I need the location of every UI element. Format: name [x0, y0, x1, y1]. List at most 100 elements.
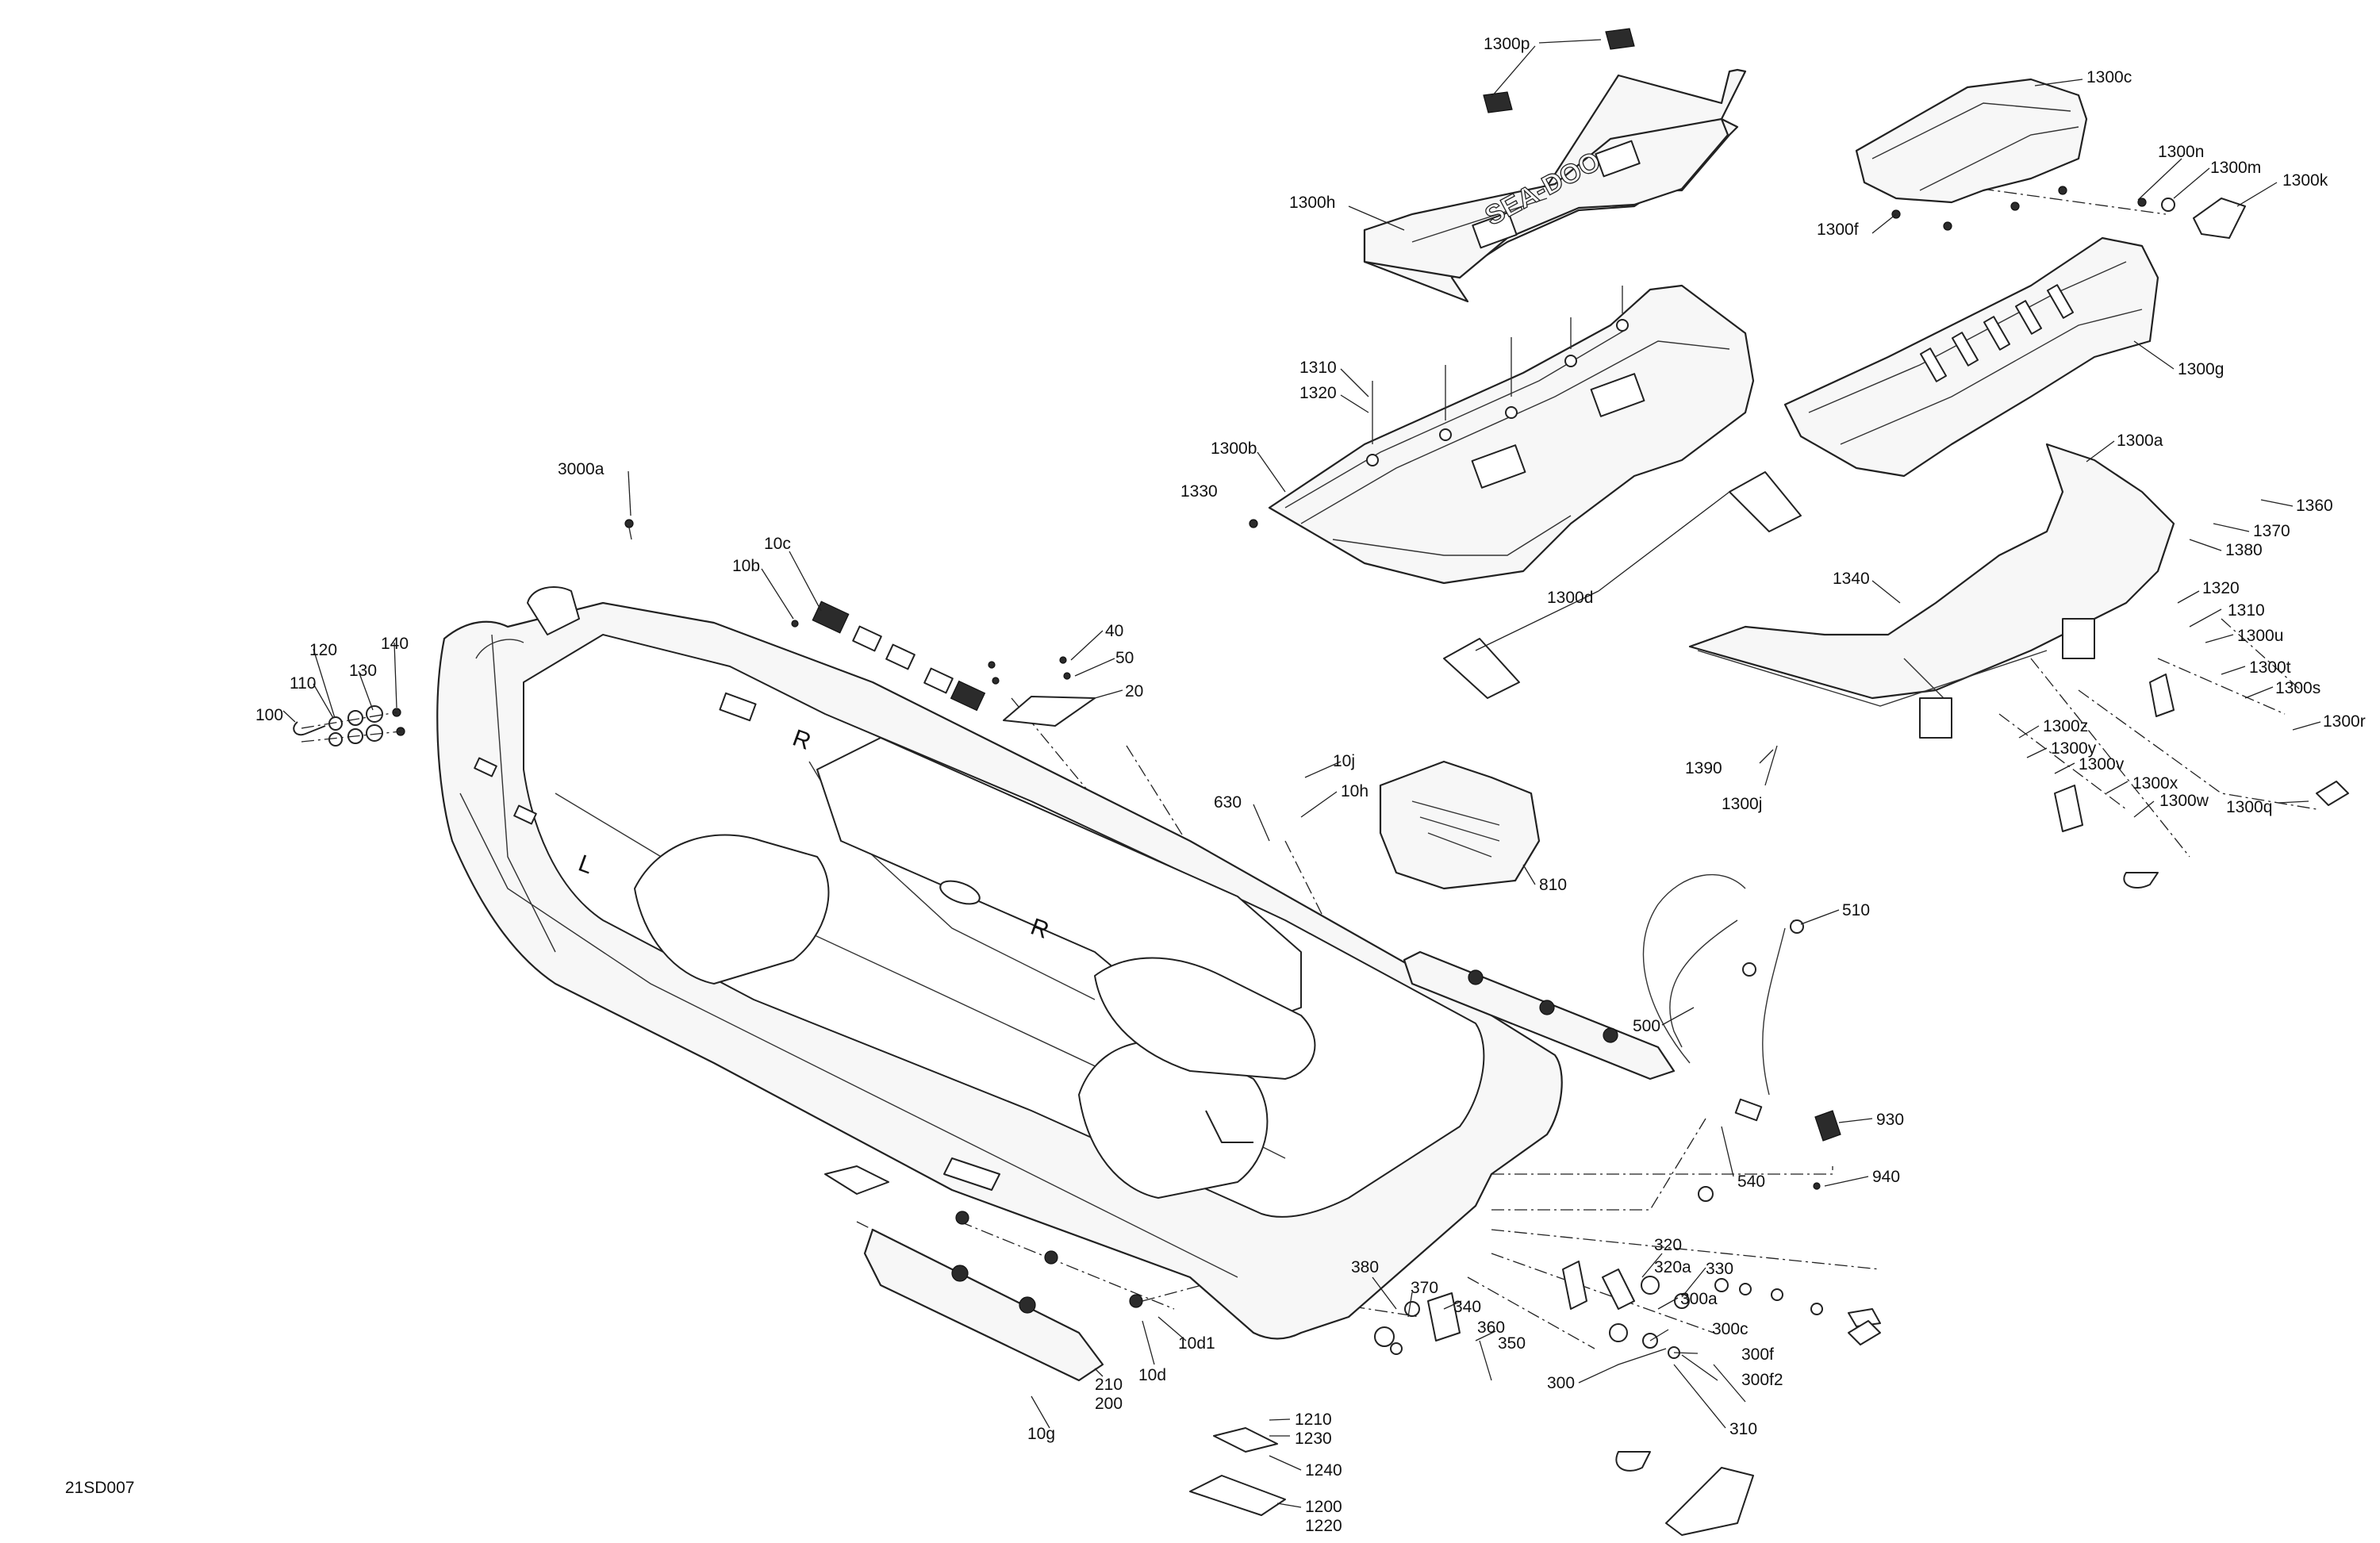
callout-1300b: 1300b	[1211, 439, 1257, 458]
callout-1390: 1390	[1685, 759, 1722, 777]
tow-eye-100	[293, 721, 326, 736]
rear-deck-1300a	[1688, 443, 2175, 700]
callout-1230: 1230	[1295, 1430, 1332, 1448]
callout-300a: 300a	[1680, 1290, 1718, 1308]
callout-10j: 10j	[1333, 752, 1355, 770]
deck-1300b	[1268, 284, 1755, 585]
callout-500: 500	[1633, 1017, 1660, 1035]
callout-110: 110	[290, 674, 316, 693]
callout-1340: 1340	[1833, 570, 1870, 588]
callout-1310b: 1310	[2228, 601, 2265, 620]
callout-630: 630	[1214, 793, 1242, 812]
clip-1300p-top	[1605, 28, 1635, 50]
callout-40: 40	[1105, 622, 1123, 640]
callout-340: 340	[1453, 1298, 1481, 1316]
callout-120: 120	[309, 641, 337, 659]
callout-1300h: 1300h	[1289, 194, 1335, 212]
callout-1300r: 1300r	[2323, 712, 2366, 731]
callout-1310a: 1310	[1299, 359, 1337, 377]
callout-210: 210	[1095, 1376, 1123, 1394]
callout-1300t: 1300t	[2249, 658, 2291, 677]
callout-1300v: 1300v	[2079, 755, 2125, 773]
bracket-20	[1003, 696, 1096, 727]
callout-3000a: 3000a	[558, 460, 605, 478]
glovebox-810	[1379, 760, 1541, 890]
callout-300f: 300f	[1741, 1345, 1774, 1364]
callout-1300f: 1300f	[1817, 221, 1859, 239]
callout-10c: 10c	[764, 535, 791, 553]
callout-140: 140	[381, 635, 409, 653]
callout-1220: 1220	[1305, 1517, 1342, 1535]
callout-20: 20	[1125, 682, 1143, 700]
callout-1300y: 1300y	[2051, 739, 2097, 758]
callout-1380: 1380	[2225, 541, 2263, 559]
callout-360: 360	[1477, 1318, 1505, 1337]
callout-380: 380	[1351, 1258, 1379, 1276]
sponson-210	[863, 1228, 1104, 1382]
bracket-1300v	[2054, 785, 2083, 832]
callout-1320a: 1320	[1299, 384, 1337, 402]
callout-1300u: 1300u	[2237, 627, 2283, 645]
clip-1300p-lower	[1483, 91, 1513, 113]
callout-1330: 1330	[1180, 482, 1218, 501]
leader-lines	[282, 39, 2321, 1508]
drain-plug-320	[1602, 1269, 1635, 1310]
callout-370: 370	[1411, 1279, 1438, 1297]
callout-10h: 10h	[1341, 782, 1368, 800]
callout-130: 130	[349, 662, 377, 680]
callout-1240: 1240	[1305, 1461, 1342, 1480]
latch-1300k	[2193, 198, 2246, 239]
diagram-code: 21SD007	[65, 1479, 135, 1497]
callout-10g: 10g	[1027, 1425, 1055, 1443]
hose-500	[1642, 873, 1746, 1064]
clip-set-10c	[812, 601, 986, 712]
bracket-1300d-lower	[1443, 638, 1520, 699]
tow-eye-1300q	[2316, 781, 2349, 806]
callout-200: 200	[1095, 1395, 1123, 1413]
hull-footwell-right	[1078, 1040, 1269, 1199]
rack-1300c	[1855, 78, 2088, 204]
callout-10d: 10d	[1138, 1366, 1166, 1384]
callout-1300q: 1300q	[2226, 798, 2272, 816]
callout-1300j: 1300j	[1722, 795, 1762, 813]
callout-labels: 1300p 1300c 1300n 1300m 1300k 1300h 1300…	[65, 35, 2366, 1535]
callout-300: 300	[1547, 1374, 1575, 1392]
callout-50: 50	[1115, 649, 1134, 667]
callout-1300z: 1300z	[2043, 717, 2088, 735]
callout-1300s: 1300s	[2275, 679, 2320, 697]
plate-bottom-right	[1665, 1467, 1754, 1536]
bracket-1300t	[2149, 674, 2175, 717]
callout-1300x: 1300x	[2132, 774, 2178, 793]
deck-parts: SEA-DOO	[824, 28, 2349, 1536]
callout-510: 510	[1842, 901, 1870, 919]
callout-1300c: 1300c	[2086, 68, 2132, 86]
callout-1210: 1210	[1295, 1411, 1332, 1429]
callout-310: 310	[1729, 1420, 1757, 1438]
screw-3000a	[624, 519, 634, 528]
intake-grate-1200	[1189, 1475, 1286, 1516]
callout-10d1: 10d1	[1178, 1334, 1215, 1353]
callout-1320b: 1320	[2202, 579, 2240, 597]
callout-540: 540	[1737, 1173, 1765, 1191]
bracket-1300d-upper	[1729, 471, 1802, 532]
callout-1300n: 1300n	[2158, 143, 2204, 161]
callout-320a: 320a	[1654, 1258, 1691, 1276]
hull-footwell-left	[634, 834, 830, 985]
callout-330: 330	[1706, 1260, 1733, 1278]
callout-320: 320	[1654, 1236, 1682, 1254]
hose-510	[1762, 919, 1802, 1096]
callout-300f2: 300f2	[1741, 1371, 1783, 1389]
callout-1300k: 1300k	[2282, 171, 2328, 190]
callout-1300m: 1300m	[2210, 159, 2261, 177]
callout-940: 940	[1872, 1168, 1900, 1186]
callout-1300p: 1300p	[1484, 35, 1530, 53]
callout-1300d: 1300d	[1547, 589, 1593, 607]
callout-1300a: 1300a	[2117, 432, 2163, 450]
callout-100: 100	[255, 706, 283, 724]
callout-1300g: 1300g	[2178, 360, 2224, 378]
callout-350: 350	[1498, 1334, 1526, 1353]
callout-810: 810	[1539, 876, 1567, 894]
callout-1360: 1360	[2296, 497, 2333, 515]
callout-10b: 10b	[732, 557, 760, 575]
